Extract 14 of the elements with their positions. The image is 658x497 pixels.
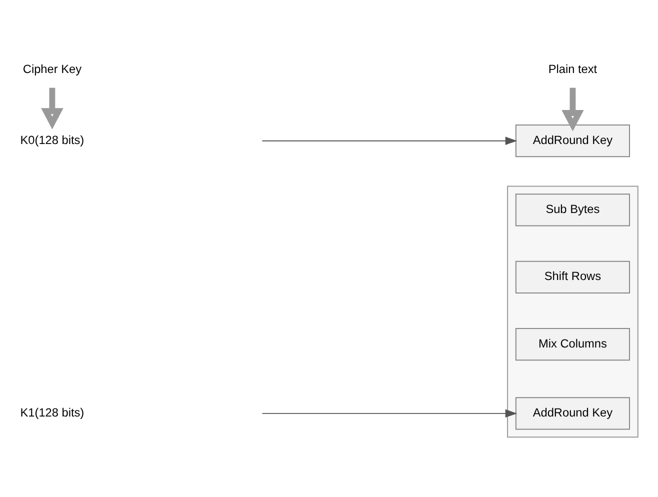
- node-box: Shift Rows: [515, 260, 630, 294]
- node-box: AddRound Key: [515, 397, 630, 430]
- node-box: AddRound Key: [515, 124, 630, 158]
- arrow: [262, 136, 518, 145]
- arrow: [562, 88, 584, 132]
- node-text: Plain text: [548, 62, 598, 76]
- node-box: Sub Bytes: [515, 194, 630, 226]
- node-box: Mix Columns: [515, 328, 630, 361]
- node-text: K1(128 bits): [20, 406, 84, 420]
- arrow: [41, 88, 64, 130]
- cluster: [507, 186, 638, 438]
- node-text: Cipher Key: [22, 62, 82, 76]
- node-text: K0(128 bits): [20, 132, 84, 147]
- arrow: [262, 409, 518, 418]
